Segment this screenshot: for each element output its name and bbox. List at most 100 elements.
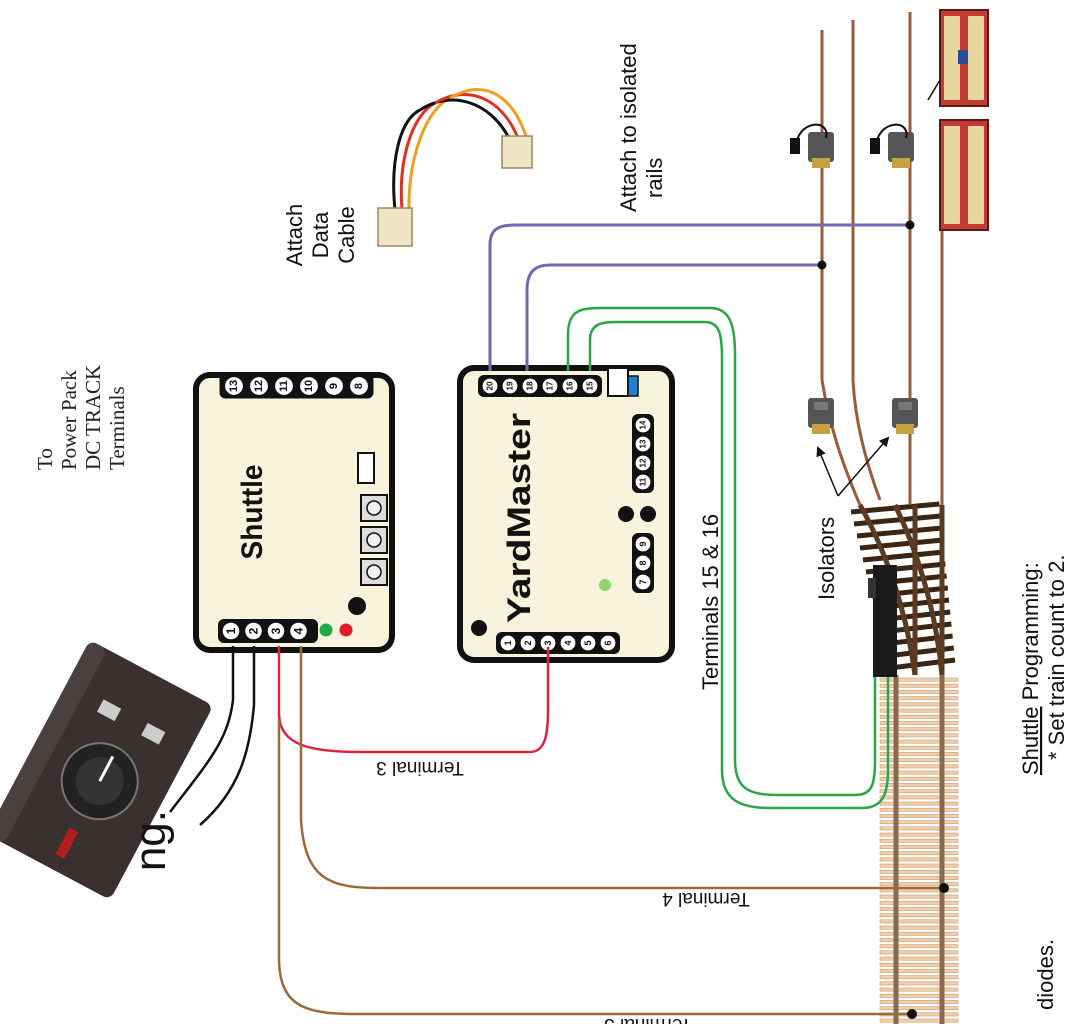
shuttle-programming-item: * Set train count to 2.	[1044, 555, 1069, 760]
terminal-number: 1	[224, 627, 238, 634]
terminal-screw	[266, 621, 286, 641]
shuttle-board-name: Shuttle	[236, 465, 269, 560]
track-tie	[879, 950, 959, 955]
power-pack-label-line-2: Power Pack	[57, 370, 81, 470]
terminal-screw	[499, 634, 517, 652]
shuttle-mount-hole	[348, 597, 366, 615]
terminal-screw	[243, 621, 264, 641]
terminal-number: 4	[292, 627, 306, 634]
terminal-number: 3	[269, 627, 283, 634]
terminal-number: 12	[639, 458, 648, 467]
terminal-number: 15	[586, 381, 595, 390]
shuttle-button	[360, 494, 388, 522]
yardmaster-jumper	[607, 367, 629, 397]
yardmaster-mid-b-strip-bar	[632, 414, 654, 493]
track-tie	[879, 807, 959, 812]
wire-brown-terminal-3	[277, 720, 912, 1016]
track-tie	[879, 758, 959, 763]
rail-2	[851, 20, 882, 501]
turnout-switch-tab	[868, 578, 876, 598]
track-tie	[879, 975, 959, 980]
track-tie	[879, 770, 959, 775]
terminals-15-16-label: Terminals 15 & 16	[698, 514, 723, 690]
power-pack-label-line-3: DC TRACK	[81, 365, 105, 470]
track-tie	[879, 789, 959, 794]
track-tie	[879, 832, 959, 837]
terminal-screw	[599, 634, 617, 652]
terminal-number: 1	[503, 640, 513, 645]
shuttle-led-green	[319, 623, 333, 637]
track-tie	[879, 907, 959, 911]
track-tie	[879, 702, 959, 707]
wire-purple-terminal-20	[488, 223, 910, 371]
terminal-screw	[581, 377, 599, 395]
track-tie	[879, 857, 959, 862]
wires	[169, 220, 949, 1019]
track-tie	[879, 690, 959, 694]
yardmaster-mount-hole	[618, 506, 634, 522]
track-tie	[879, 851, 959, 856]
track-tie	[879, 845, 959, 849]
yardmaster-board-body	[457, 365, 675, 663]
turnout-curved-rail-b	[892, 503, 945, 676]
terminal-number: 14	[639, 420, 648, 429]
shuttle-programming-underlined: Shuttle	[1018, 707, 1043, 776]
track-tie	[879, 863, 959, 868]
turnout-tie	[856, 525, 943, 539]
isolator-arrow	[816, 446, 839, 497]
wire-junction	[817, 260, 827, 270]
terminal-number: 13	[228, 380, 240, 392]
terminal-screw	[634, 473, 652, 491]
wire-brown-terminal-4	[299, 646, 944, 890]
terminal-screw	[481, 377, 499, 395]
yardmaster-board-name: YardMaster	[501, 413, 537, 623]
turnout	[850, 501, 956, 677]
terminal-number: 16	[566, 381, 575, 390]
track-ties	[879, 677, 959, 1023]
terminal-screw	[221, 621, 241, 641]
attach-isolated-rails-line-2: rails	[642, 158, 667, 198]
track-tie	[879, 894, 959, 899]
turnout-tie	[859, 537, 944, 551]
track-tie	[879, 900, 959, 905]
terminal-screw	[288, 621, 309, 641]
terminal-number: 8	[353, 383, 365, 389]
terminal-number: 13	[639, 439, 648, 448]
terminal-screw	[579, 634, 597, 652]
track-tie	[879, 987, 959, 992]
track-tie	[879, 1018, 959, 1023]
wire-black-terminal-1	[169, 646, 235, 813]
shuttle-buttons	[360, 494, 388, 586]
data-cable-icon	[377, 88, 533, 247]
terminal-number: 2	[523, 640, 533, 645]
track-tie	[879, 727, 959, 732]
track-tie	[879, 801, 959, 806]
terminal-screw	[559, 634, 577, 652]
track-tie	[879, 919, 959, 924]
track-tie	[879, 882, 959, 887]
track-tie	[879, 820, 959, 825]
terminal-screw	[223, 375, 245, 397]
track-tie	[879, 913, 959, 918]
turnout-tie	[889, 657, 956, 671]
track-tie	[879, 739, 959, 744]
train-icon	[927, 9, 989, 231]
wire-junction	[907, 1009, 917, 1019]
power-pack-icon	[0, 642, 211, 898]
track-tie	[879, 677, 959, 682]
isolator-with-diode-icon	[870, 123, 914, 168]
isolator-with-diode-icon	[790, 123, 834, 168]
track-tie	[879, 931, 959, 936]
attach-isolated-rails-line-1: Attach to isolated	[616, 43, 641, 212]
track-tie	[879, 814, 959, 818]
wire-junction	[905, 220, 915, 230]
track-tie	[879, 683, 959, 688]
track-tie	[879, 993, 959, 998]
terminal-number: 7	[638, 579, 648, 584]
terminal-screw	[348, 375, 370, 397]
terminal-number: 8	[638, 560, 648, 565]
power-pack-label-line-4: Terminals	[105, 386, 129, 470]
yardmaster-terminal-strip-7-9: 789	[632, 533, 654, 593]
